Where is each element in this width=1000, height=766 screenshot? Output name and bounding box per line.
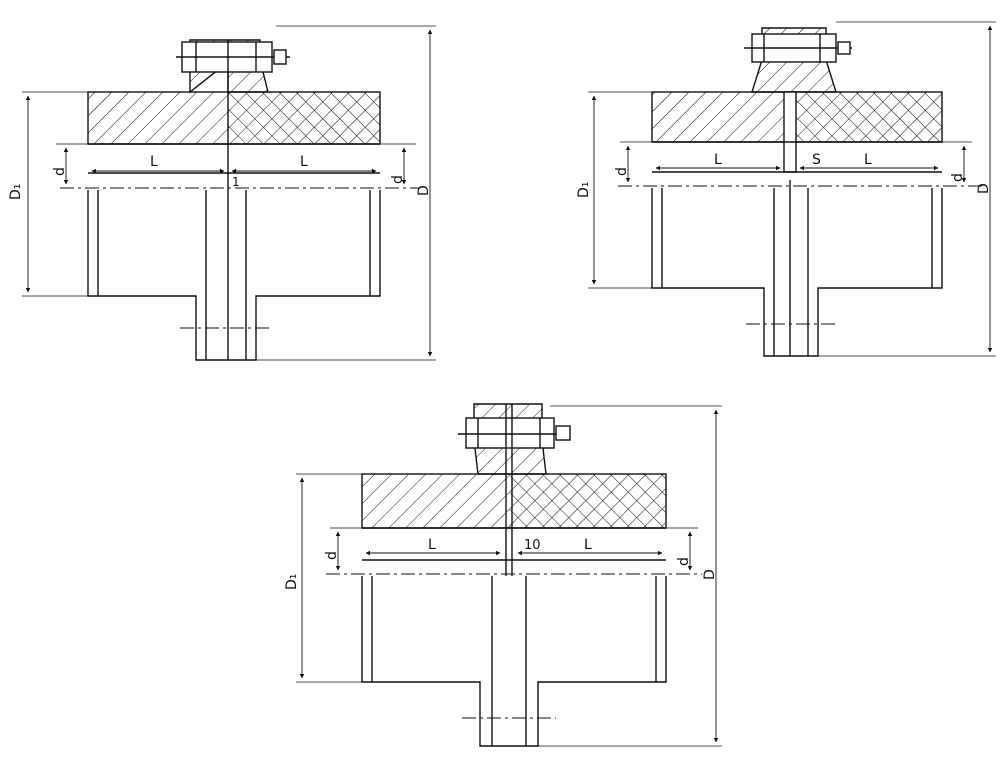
label-d-left: d (52, 167, 68, 176)
label-gap: S (812, 152, 821, 168)
label-D1: D₁ (8, 184, 24, 200)
coupling-drawing-1 (22, 25, 436, 361)
label-gap: 10 (524, 538, 541, 553)
coupling-drawing-2-labels: D₁ d d D L S L (576, 152, 992, 198)
coupling-drawing-3 (296, 403, 722, 747)
label-d-left: d (614, 167, 630, 176)
coupling-drawing-2 (588, 21, 996, 357)
label-D: D (976, 183, 992, 194)
label-D: D (702, 569, 718, 580)
label-d-right: d (950, 173, 966, 182)
label-L-left: L (150, 154, 158, 170)
label-d-left: d (324, 551, 340, 560)
label-D1: D₁ (576, 182, 592, 198)
label-D1: D₁ (284, 574, 300, 590)
coupling-drawing-1-labels: D₁ d d D L L 1 (8, 154, 432, 200)
bolt-body (465, 417, 555, 449)
label-L-left: L (714, 152, 722, 168)
label-d-right: d (676, 557, 692, 566)
label-L-right: L (864, 152, 872, 168)
label-L-right: L (300, 154, 308, 170)
label-D: D (416, 185, 432, 196)
label-L-right: L (584, 537, 592, 553)
label-gap: 1 (232, 175, 240, 189)
label-d-right: d (390, 175, 406, 184)
coupling-drawing-3-labels: D₁ d d D L 10 L (284, 537, 718, 590)
label-L-left: L (428, 537, 436, 553)
